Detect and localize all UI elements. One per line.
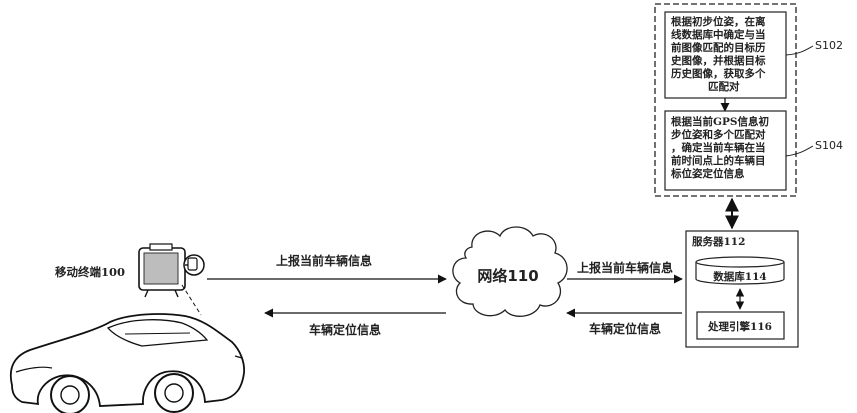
step-s102-line: 匹配对 [708,80,740,93]
step-s102-line: 历史图像，获取多个 [671,67,766,80]
flow-return-right-label: 车辆定位信息 [589,321,661,336]
cloud-icon [452,226,568,317]
database-cylinder-icon [695,256,785,285]
step-s102-text: 根据初步位姿，在离 线数据库中确定与当 前图像匹配的目标历 史图像，并根据目标 … [671,15,769,93]
steps-container [654,3,797,197]
sports-car-icon [9,313,245,413]
step-s104-line: 标位姿定位信息 [670,167,745,180]
flow-upload-right-label: 上报当前车辆信息 [577,260,673,275]
server-title: 服务器112 [692,235,745,248]
step-s104-line: 步位姿和多个匹配对 [671,128,766,141]
database-label: 数据库114 [712,270,766,283]
step-s102: 根据初步位姿，在离 线数据库中确定与当 前图像匹配的目标历 史图像，并根据目标 … [664,11,787,99]
step-s104-text: 根据当前GPS信息初 步位姿和多个匹配对 ，确定当前车辆在当 前时间点上的车辆目… [670,115,773,180]
step-s104-line: 根据当前GPS信息初 [671,115,769,128]
network-label: 网络110 [477,267,538,285]
s104-leader [785,145,814,157]
gps-navigator-icon [138,243,205,316]
step-s102-line: 根据初步位姿，在离 [671,15,766,28]
s102-leader [785,45,814,56]
step-s102-label: S102 [815,39,843,52]
engine-label: 处理引擎116 [707,320,772,333]
step-s102-line: 线数据库中确定与当 [671,28,766,41]
step-s102-line: 史图像，并根据目标 [671,54,766,67]
server-box: 服务器112 数据库114 处理引擎116 [685,230,799,348]
step-s102-line: 前图像匹配的目标历 [671,41,766,54]
step-s104: 根据当前GPS信息初 步位姿和多个匹配对 ，确定当前车辆在当 前时间点上的车辆目… [664,110,787,191]
engine-box [696,311,785,340]
step-s104-label: S104 [815,139,843,152]
step-s104-line: ，确定当前车辆在当 [671,141,766,154]
terminal-label: 移动终端100 [55,265,125,279]
step-s104-line: 前时间点上的车辆目 [671,154,766,167]
flow-upload-left-label: 上报当前车辆信息 [276,253,372,268]
flow-return-left-label: 车辆定位信息 [309,322,381,337]
